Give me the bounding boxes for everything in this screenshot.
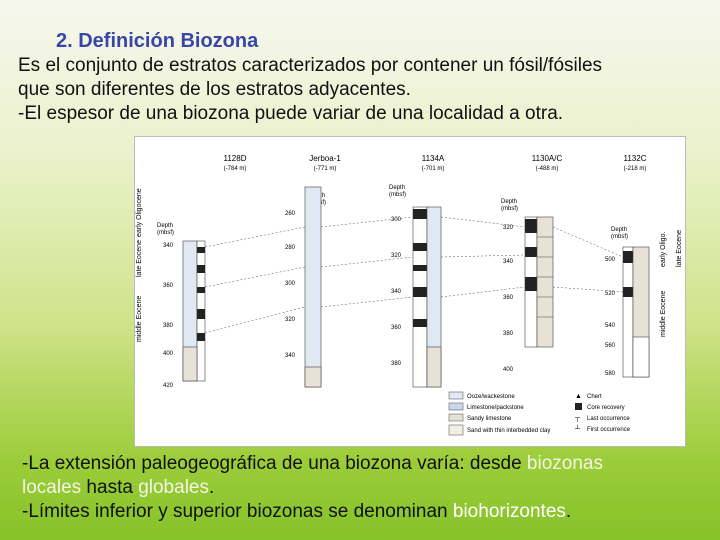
bottom-line-3-text: -Límites inferior y superior biozonas se… [22,501,453,522]
epoch-right-3: middle Eocene [660,291,667,337]
legend-label-4: Sand with thin interbedded clay [467,428,550,434]
site-5-depth-unit: (mbsf) [611,234,628,240]
site-2-depth: (-771 m) [314,166,337,172]
site-3-tick-1: 300 [391,217,402,223]
site-5-tick-1: 500 [605,257,616,263]
stratigraphic-figure: 1128D (-784 m) Jerboa-1 (-771 m) 1134A (… [134,136,686,447]
highlight-biozonas: biozonas [527,453,603,474]
site-5-tick-5: 580 [605,371,616,377]
site-4-depth-unit: (mbsf) [501,206,518,212]
site-3-tick-4: 360 [391,325,402,331]
highlight-globales: globales [138,477,209,498]
site-5-depth-label: Depth [611,227,627,233]
bottom-line-2-text: hasta [81,477,138,498]
bottom-line-1: -La extensión paleogeográfica de una bio… [22,452,712,476]
site-1-depth-unit: (mbsf) [157,230,174,236]
site-1-depth: (-784 m) [224,166,247,172]
site-2-tick-1: 260 [285,211,296,217]
bottom-line-1-text: -La extensión paleogeográfica de una bio… [22,453,527,474]
bottom-line-3-end: . [566,501,571,522]
legend-label-2: Limestone/packstone [467,405,524,411]
site-1-depth-label: Depth [157,223,173,229]
epoch-right-2: late Eocene [676,230,683,267]
chert-triangle-icon: ▲ [575,393,582,400]
first-occurrence-icon: ┴ [574,424,580,433]
legend-label-1: Ooze/wackestone [467,394,515,400]
site-3-name: 1134A [422,154,445,163]
highlight-biohorizontes: biohorizontes [453,501,566,522]
intro-line-2: que son diferentes de los estratos adyac… [18,78,718,102]
site-3-tick-2: 320 [391,253,402,259]
epoch-left-2: late Eocene [136,240,143,277]
site-2-tick-4: 320 [285,317,296,323]
site-3-depth: (-701 m) [422,166,445,172]
legend-label-7: Last occurrence [587,416,630,422]
core-recovery-icon [575,403,582,410]
site-2-tick-5: 340 [285,353,296,359]
epoch-right-1: early Oligo. [660,232,667,267]
site-5-depth: (-218 m) [624,166,647,172]
site-1-tick-3: 380 [163,323,174,329]
site-4-tick-3: 360 [503,295,514,301]
site-1-tick-1: 340 [163,243,174,249]
bottom-line-2: locales hasta globales. [22,476,712,500]
intro-line-3: -El espesor de una biozona puede variar … [18,102,718,126]
site-3-tick-3: 340 [391,289,402,295]
site-4-tick-2: 340 [503,259,514,265]
site-3-tick-5: 380 [391,361,402,367]
bottom-line-3: -Límites inferior y superior biozonas se… [22,500,712,524]
intro-line-1: Es el conjunto de estratos caracterizado… [18,54,718,78]
figure-legend: Ooze/wackestone Limestone/packstone Sand… [449,392,631,435]
site-4-tick-4: 380 [503,331,514,337]
bottom-line-2-end: . [209,477,214,498]
site-5-name: 1132C [624,154,647,163]
site-1-name: 1128D [224,154,247,163]
site-5-tick-2: 520 [605,291,616,297]
legend-label-8: First occurrence [587,427,631,433]
legend-label-5: Chert [587,394,602,400]
site-2-name: Jerboa-1 [309,154,341,163]
highlight-locales: locales [22,477,81,498]
site-2-tick-3: 300 [285,281,296,287]
site-3-depth-unit: (mbsf) [389,192,406,198]
site-4-depth-label: Depth [501,199,517,205]
site-5-tick-4: 560 [605,343,616,349]
last-occurrence-icon: ┬ [574,415,580,422]
site-5-tick-3: 540 [605,323,616,329]
slide-title: 2. Definición Biozona [56,30,258,53]
legend-label-6: Core recovery [587,405,625,411]
intro-paragraph: Es el conjunto de estratos caracterizado… [18,54,718,126]
site-1-tick-5: 420 [163,383,174,389]
site-4-depth: (-488 m) [536,166,559,172]
epoch-left-3: middle Eocene [136,296,143,342]
site-2-tick-2: 280 [285,245,296,251]
site-1-tick-4: 400 [163,351,174,357]
site-4-tick-1: 320 [503,225,514,231]
site-1-tick-2: 360 [163,283,174,289]
legend-label-3: Sandy limestone [467,416,512,422]
site-4-name: 1130A/C [532,154,563,163]
bottom-paragraph: -La extensión paleogeográfica de una bio… [22,452,712,524]
site-4-tick-5: 400 [503,367,514,373]
epoch-left-1: early Oligocene [136,188,143,237]
site-3-depth-label: Depth [389,185,405,191]
